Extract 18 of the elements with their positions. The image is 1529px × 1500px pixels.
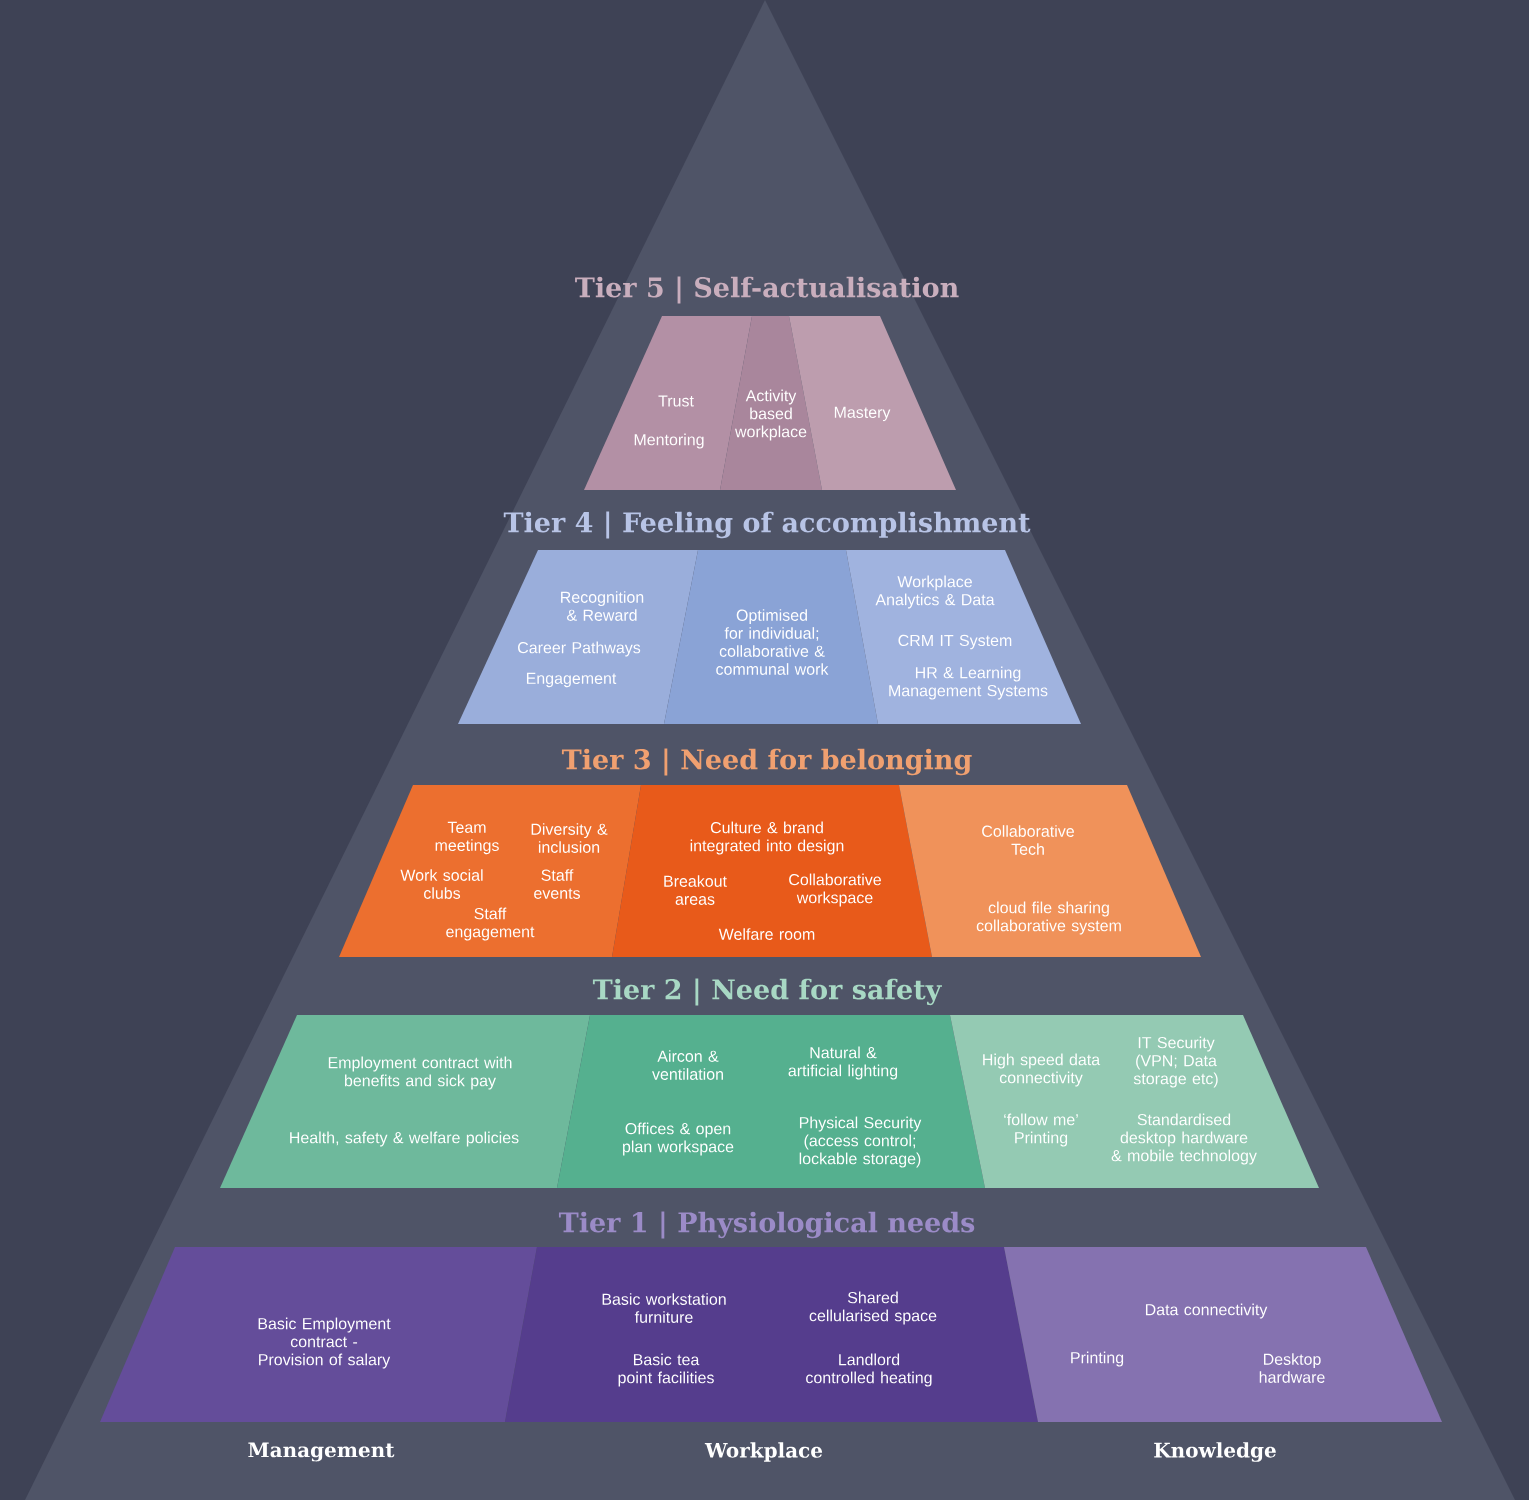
tier-heading: Tier 5 | Self-actualisation [575,276,959,304]
pyramid-segment: Activity based workplace [720,316,822,490]
tier-heading: Tier 2 | Need for safety [592,978,942,1006]
column-label: Workplace [704,1442,823,1462]
pyramid-segment: Data connectivity Printing Desktop hardware [1004,1247,1442,1422]
pyramid-segment: Team meetings Diversity & inclusion Work social clubs Staff events Staff engagement [339,785,641,957]
tier-heading: Tier 3 | Need for belonging [561,748,972,776]
pyramid-segment: Basic Employment contract - Provision of salary [100,1247,537,1422]
column-label: Knowledge [1154,1442,1276,1462]
pyramid-segment: Recognition & Reward Career Pathways Engagement [458,550,698,724]
pyramid-segment: Employment contract with benefits and sick pay Health, safety & welfare policies [220,1015,590,1188]
pyramid-segment: Workplace Analytics & Data CRM IT System HR & Learning Management Systems [846,550,1081,724]
pyramid-segment: Basic workstation furniture Shared cellularised space Basic tea point facilities Landlord controlled heating [505,1247,1038,1422]
column-label: Management [248,1442,395,1462]
pyramid-segment: High speed data connectivity IT Security (VPN; Data storage etc) ‘follow me’ Printing Standardised desktop hardware & mobile technology [950,1015,1319,1188]
pyramid-segment: Collaborative Tech cloud file sharing collaborative system [899,785,1201,957]
tier-heading: Tier 4 | Feeling of accomplishment [503,511,1031,539]
tier-heading: Tier 1 | Physiological needs [558,1211,975,1239]
